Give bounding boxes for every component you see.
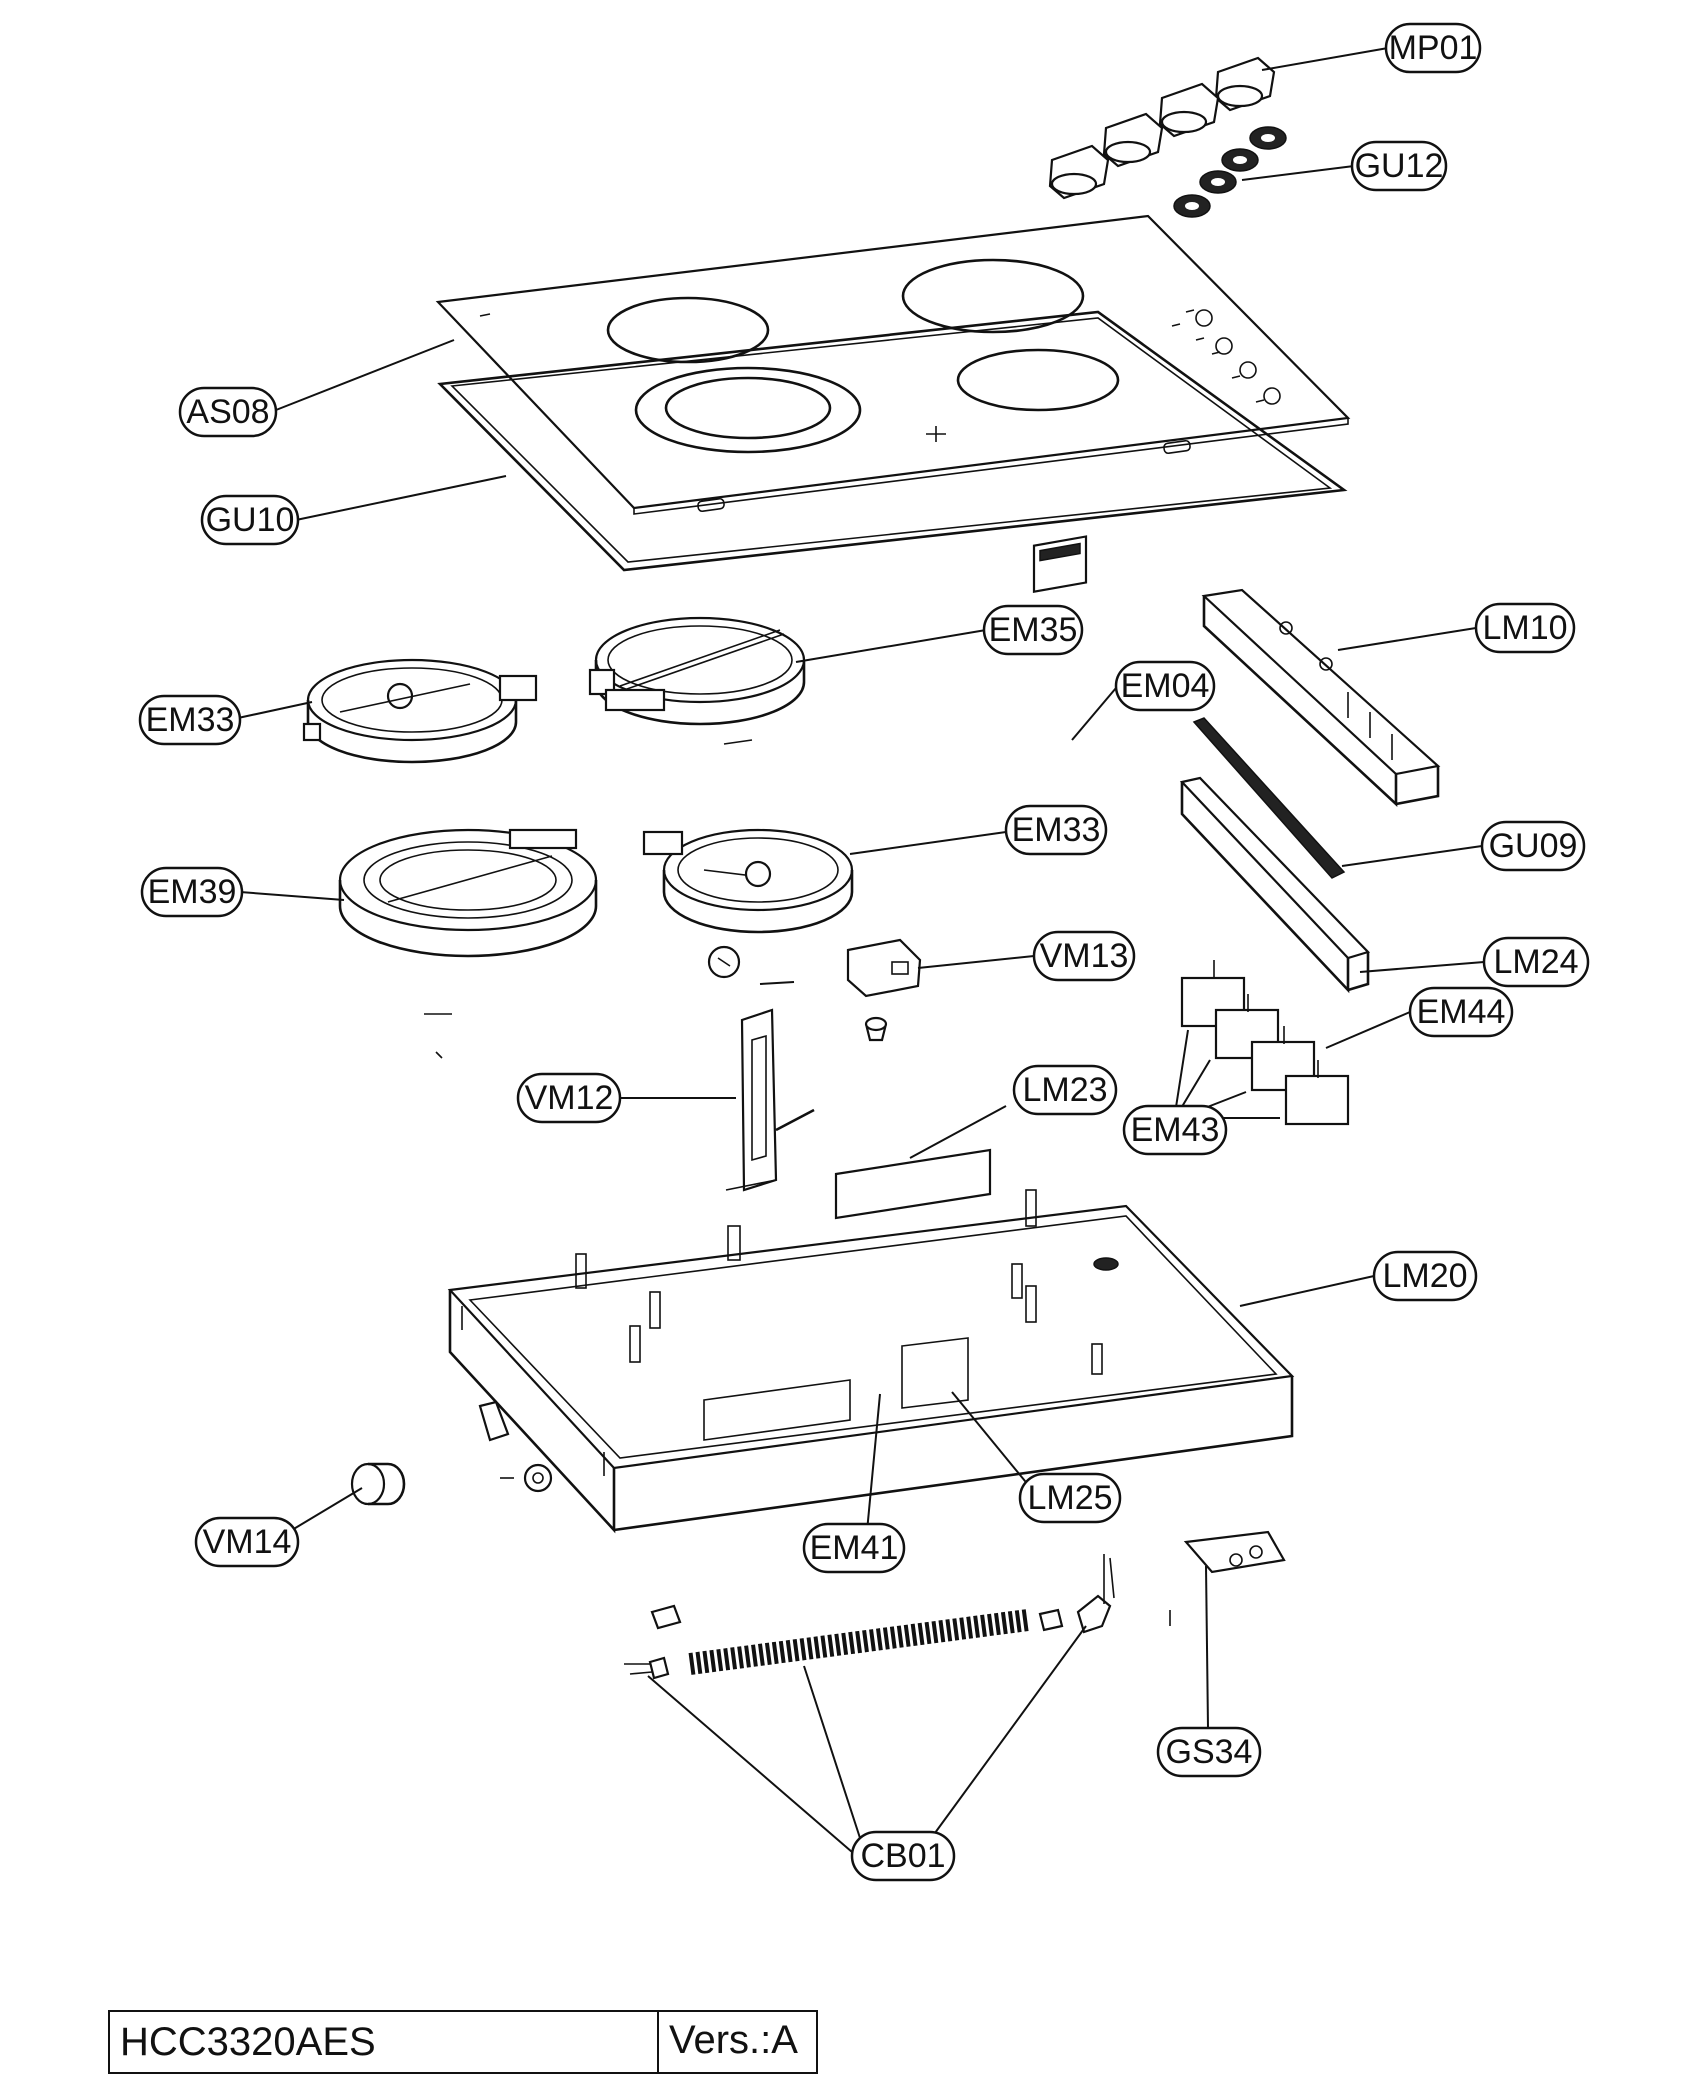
label-lm24-text: LM24 [1493,943,1578,981]
label-gu12-text: GU12 [1355,147,1444,185]
label-em33-left: EM33 [138,694,242,746]
label-em41: EM41 [802,1522,906,1574]
foot-vm14 [350,1462,406,1506]
knob [1102,112,1164,168]
label-lm10-text: LM10 [1482,609,1567,647]
label-as08-text: AS08 [186,393,269,431]
label-em04: EM04 [1114,660,1216,712]
glass-gasket [437,310,1348,572]
control-bracket-lm10 [1201,588,1441,807]
bracket-vm12 [725,1008,815,1192]
label-vm12-text: VM12 [525,1079,614,1117]
screw-vm13 [707,945,741,979]
knob [1214,56,1276,112]
label-em41-text: EM41 [810,1529,899,1567]
cable-cb01 [624,1554,1115,1680]
label-em44: EM44 [1408,986,1514,1038]
label-gs34-text: GS34 [1166,1733,1253,1771]
label-lm20-text: LM20 [1382,1257,1467,1295]
label-em33-right-text: EM33 [1012,811,1101,849]
label-em43-text: EM43 [1131,1111,1220,1149]
label-gu09-text: GU09 [1489,827,1578,865]
gasket-strip-gu09 [1192,717,1346,879]
label-cb01-text: CB01 [860,1837,945,1875]
label-lm25: LM25 [1018,1472,1122,1524]
label-em39: EM39 [140,866,244,918]
label-em35-text: EM35 [989,611,1078,649]
cover-lm23 [834,1148,992,1220]
label-em44-text: EM44 [1417,993,1506,1031]
clamp [478,1400,510,1442]
label-mp01: MP01 [1384,22,1482,74]
knob [1158,82,1220,138]
leader-lines [237,47,1485,1853]
label-lm23: LM23 [1012,1064,1118,1116]
foot-screw [500,1463,553,1493]
knob [1048,144,1110,200]
callout-labels: MP01 GU12 AS08 GU10 EM35 LM10 EM04 EM33 [138,22,1590,1882]
label-lm20: LM20 [1372,1250,1478,1302]
label-lm23-text: LM23 [1022,1071,1107,1109]
label-em33-left-text: EM33 [146,701,235,739]
label-as08: AS08 [178,386,278,438]
label-vm13: VM13 [1032,930,1136,982]
label-cb01: CB01 [850,1830,956,1882]
label-vm14: VM14 [194,1516,300,1568]
label-gu12: GU12 [1350,140,1448,192]
radiant-heater-em35 [588,616,806,745]
radiant-heater-em39 [338,828,598,1059]
version-label: Vers.:A [669,2018,798,2062]
label-em04-text: EM04 [1121,667,1210,705]
glass-cooktop [435,214,1351,515]
model-number: HCC3320AES [110,2012,659,2072]
control-knobs [1048,56,1276,200]
label-em35: EM35 [982,604,1084,656]
label-vm14-text: VM14 [203,1523,292,1561]
bracket-lm24 [1179,776,1371,994]
label-lm24: LM24 [1482,936,1590,988]
label-gu10-text: GU10 [206,501,295,539]
cable-clamp-gs34 [1169,1530,1286,1626]
radiant-heater-em33-left [302,658,538,764]
label-mp01-text: MP01 [1389,29,1478,67]
label-em39-text: EM39 [148,873,237,911]
title-block: HCC3320AES Vers.:A [108,2010,818,2074]
label-vm13-text: VM13 [1040,937,1129,975]
housing-lm20 [447,1189,1295,1534]
radiant-heater-em33-right [642,828,854,934]
label-lm25-text: LM25 [1027,1479,1112,1517]
label-vm12: VM12 [516,1072,622,1124]
label-gs34: GS34 [1156,1726,1262,1778]
switches-em43 [1180,960,1350,1126]
label-gu09: GU09 [1480,820,1586,872]
energy-regulator-em04 [1032,535,1088,593]
clip-vm13 [846,938,922,1042]
knob-gaskets [1173,126,1287,218]
label-lm10: LM10 [1474,602,1576,654]
label-em43: EM43 [1122,1104,1228,1156]
label-em33-right: EM33 [1004,804,1108,856]
label-gu10: GU10 [200,494,300,546]
